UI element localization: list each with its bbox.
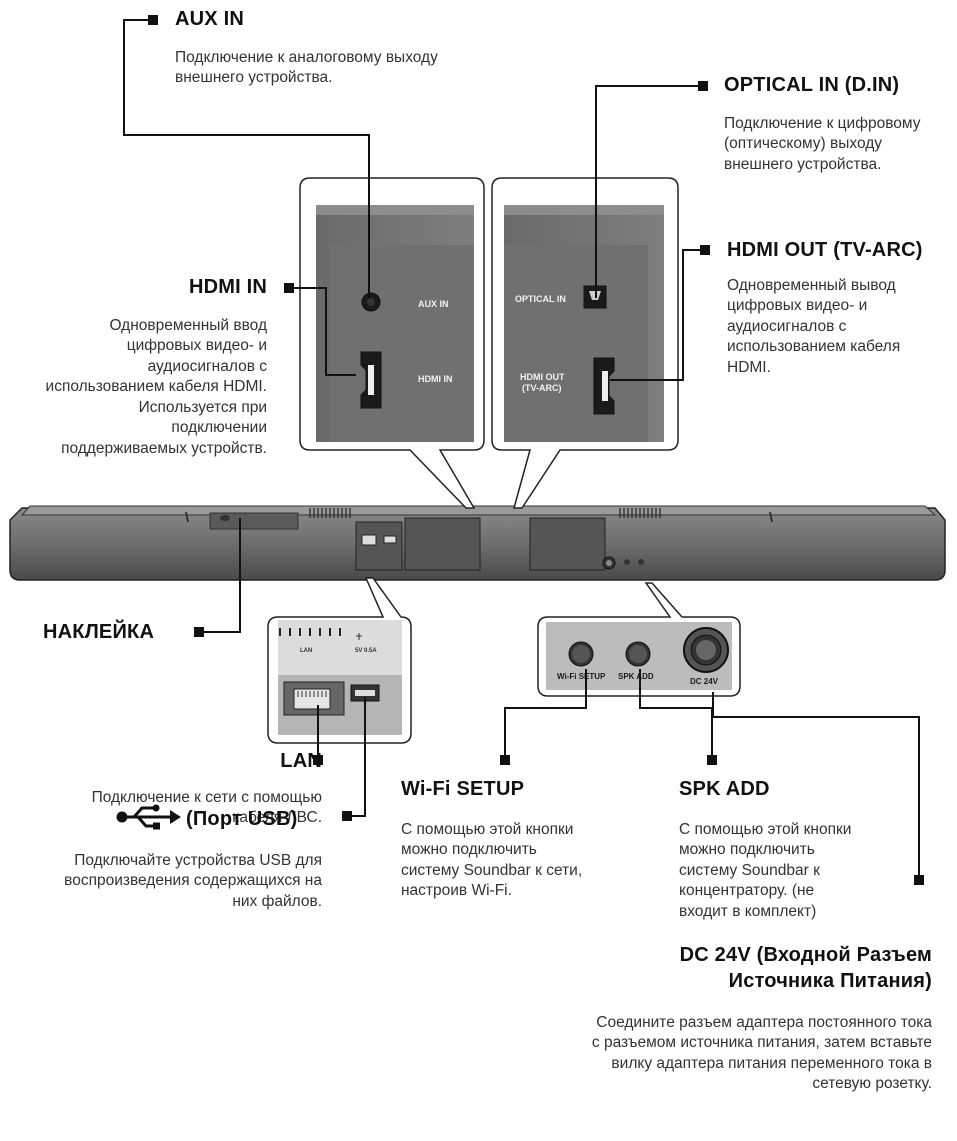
hdmi-in-desc-line: поддерживаемых устройств.: [61, 439, 267, 457]
aux-in-desc-line: внешнего устройства.: [175, 69, 333, 87]
optical-in-desc-line: Подключение к цифровому: [724, 115, 921, 132]
spk-add-desc-line: С помощью этой кнопки: [679, 821, 852, 838]
panel-label-aux-in: AUX IN: [418, 299, 449, 309]
panel-aux-hdmi-in: AUX IN HDMI IN: [299, 177, 485, 509]
wifi-setup-desc: С помощью этой кнопки можно подключить с…: [401, 820, 582, 902]
hdmi-in-desc: Одновременный ввод цифровых видео- и ауд…: [46, 316, 267, 459]
panel-label-dc-24v: DC 24V: [690, 677, 719, 686]
dc-24v-desc-line: с разъемом источника питания, затем вста…: [591, 1034, 932, 1052]
hdmi-out-desc-line: аудиосигналов с: [727, 317, 847, 335]
usb-desc: Подключайте устройства USB для воспроизв…: [64, 851, 322, 912]
lan-desc: Подключение к сети с помощью кабеля ЛВС.: [92, 788, 322, 829]
panel-label-spk-add: SPK ADD: [618, 672, 654, 681]
hdmi-out-desc-line: HDMI.: [727, 358, 771, 376]
usb-title: (Порт USB): [186, 808, 298, 830]
panel-label-optical-in: OPTICAL IN: [515, 294, 566, 304]
dc-24v-desc-line: вилку адаптера питания переменного тока …: [611, 1054, 932, 1072]
panel-label-hdmi-out-2: (TV-ARC): [522, 383, 562, 393]
sticker-title: НАКЛЕЙКА: [43, 621, 155, 643]
spk-add-desc-line: входит в комплект): [679, 902, 817, 920]
hdmi-out-desc-line: использованием кабеля: [727, 338, 901, 356]
usb-icon: [116, 804, 181, 830]
dc-24v-desc: Соедините разъем адаптера постоянного то…: [592, 1013, 932, 1095]
usb-heading: (Порт USB): [116, 804, 297, 832]
panel-label-hdmi-out-1: HDMI OUT: [520, 372, 565, 382]
hdmi-in-desc-line: Одновременный ввод: [109, 317, 267, 334]
panel-wifi-spk-dc: Wi-Fi SETUP SPK ADD DC 24V: [537, 582, 741, 697]
usb-desc-line: Подключайте устройства USB для: [74, 852, 322, 869]
leader-endpoints: [148, 15, 924, 885]
hdmi-out-desc-line: цифровых видео- и: [727, 297, 868, 315]
wifi-setup-desc-line: можно подключить: [401, 841, 537, 859]
leader-lines: [123, 19, 920, 880]
wifi-setup-title: Wi-Fi SETUP: [401, 778, 525, 800]
panel-optical-hdmi-out: OPTICAL IN HDMI OUT (TV-ARC): [491, 177, 679, 509]
hdmi-in-desc-line: использованием кабеля HDMI.: [45, 378, 267, 396]
hdmi-in-desc-line: подключении: [171, 419, 267, 437]
spk-add-title: SPK ADD: [679, 778, 770, 800]
optical-in-desc: Подключение к цифровому (оптическому) вы…: [724, 114, 920, 175]
dc-24v-desc-line: Соедините разъем адаптера постоянного то…: [596, 1014, 932, 1031]
panel-label-hdmi-in: HDMI IN: [418, 374, 453, 384]
hdmi-in-desc-line: цифровых видео- и: [126, 337, 267, 355]
dc-24v-title-line: Источника Питания): [728, 970, 932, 993]
panel-label-usb: 5V 0.5A: [355, 648, 377, 654]
aux-in-desc: Подключение к аналоговому выходу внешнег…: [175, 48, 438, 89]
lan-desc-line: кабеля ЛВС.: [232, 809, 322, 827]
soundbar-body: [9, 505, 946, 581]
optical-in-desc-line: внешнего устройства.: [724, 155, 882, 173]
hdmi-in-desc-line: аудиосигналов с: [147, 357, 267, 375]
hdmi-out-desc: Одновременный вывод цифровых видео- и ау…: [727, 276, 900, 378]
aux-in-desc-line: Подключение к аналоговому выходу: [175, 49, 438, 66]
usb-desc-line: них файлов.: [232, 892, 322, 910]
hdmi-out-desc-line: Одновременный вывод: [727, 277, 896, 294]
panel-label-lan: LAN: [300, 648, 312, 654]
hdmi-out-title: HDMI OUT (TV-ARC): [727, 239, 923, 261]
lan-desc-line: Подключение к сети с помощью: [91, 789, 322, 806]
wifi-setup-desc-line: С помощью этой кнопки: [401, 821, 574, 838]
lan-title: LAN: [280, 750, 322, 772]
sticker-area: [209, 512, 299, 530]
optical-in-desc-line: (оптическому) выходу: [724, 135, 883, 153]
dc-24v-title: DC 24V (Входной Разъем Источника Питания…: [680, 942, 932, 995]
wifi-setup-desc-line: систему Soundbar к сети,: [401, 861, 583, 879]
optical-in-title: OPTICAL IN (D.IN): [724, 74, 900, 96]
aux-in-title: AUX IN: [175, 8, 244, 30]
usb-desc-line: воспроизведения содержащихся на: [64, 872, 322, 890]
panel-lan-usb: LAN 5V 0.5A: [267, 577, 412, 744]
dc-24v-desc-line: сетевую розетку.: [812, 1075, 932, 1093]
spk-add-desc: С помощью этой кнопки можно подключить с…: [679, 820, 851, 922]
dc-24v-title-line: DC 24V (Входной Разъем: [679, 944, 932, 966]
hdmi-in-desc-line: Используется при: [138, 398, 267, 416]
spk-add-desc-line: можно подключить: [679, 841, 815, 859]
spk-add-desc-line: концентратору. (не: [679, 882, 815, 900]
hdmi-in-title: HDMI IN: [188, 276, 267, 298]
wifi-setup-desc-line: настроив Wi-Fi.: [401, 882, 512, 900]
panel-label-wifi-setup: Wi-Fi SETUP: [557, 672, 606, 681]
spk-add-desc-line: систему Soundbar к: [679, 861, 820, 879]
